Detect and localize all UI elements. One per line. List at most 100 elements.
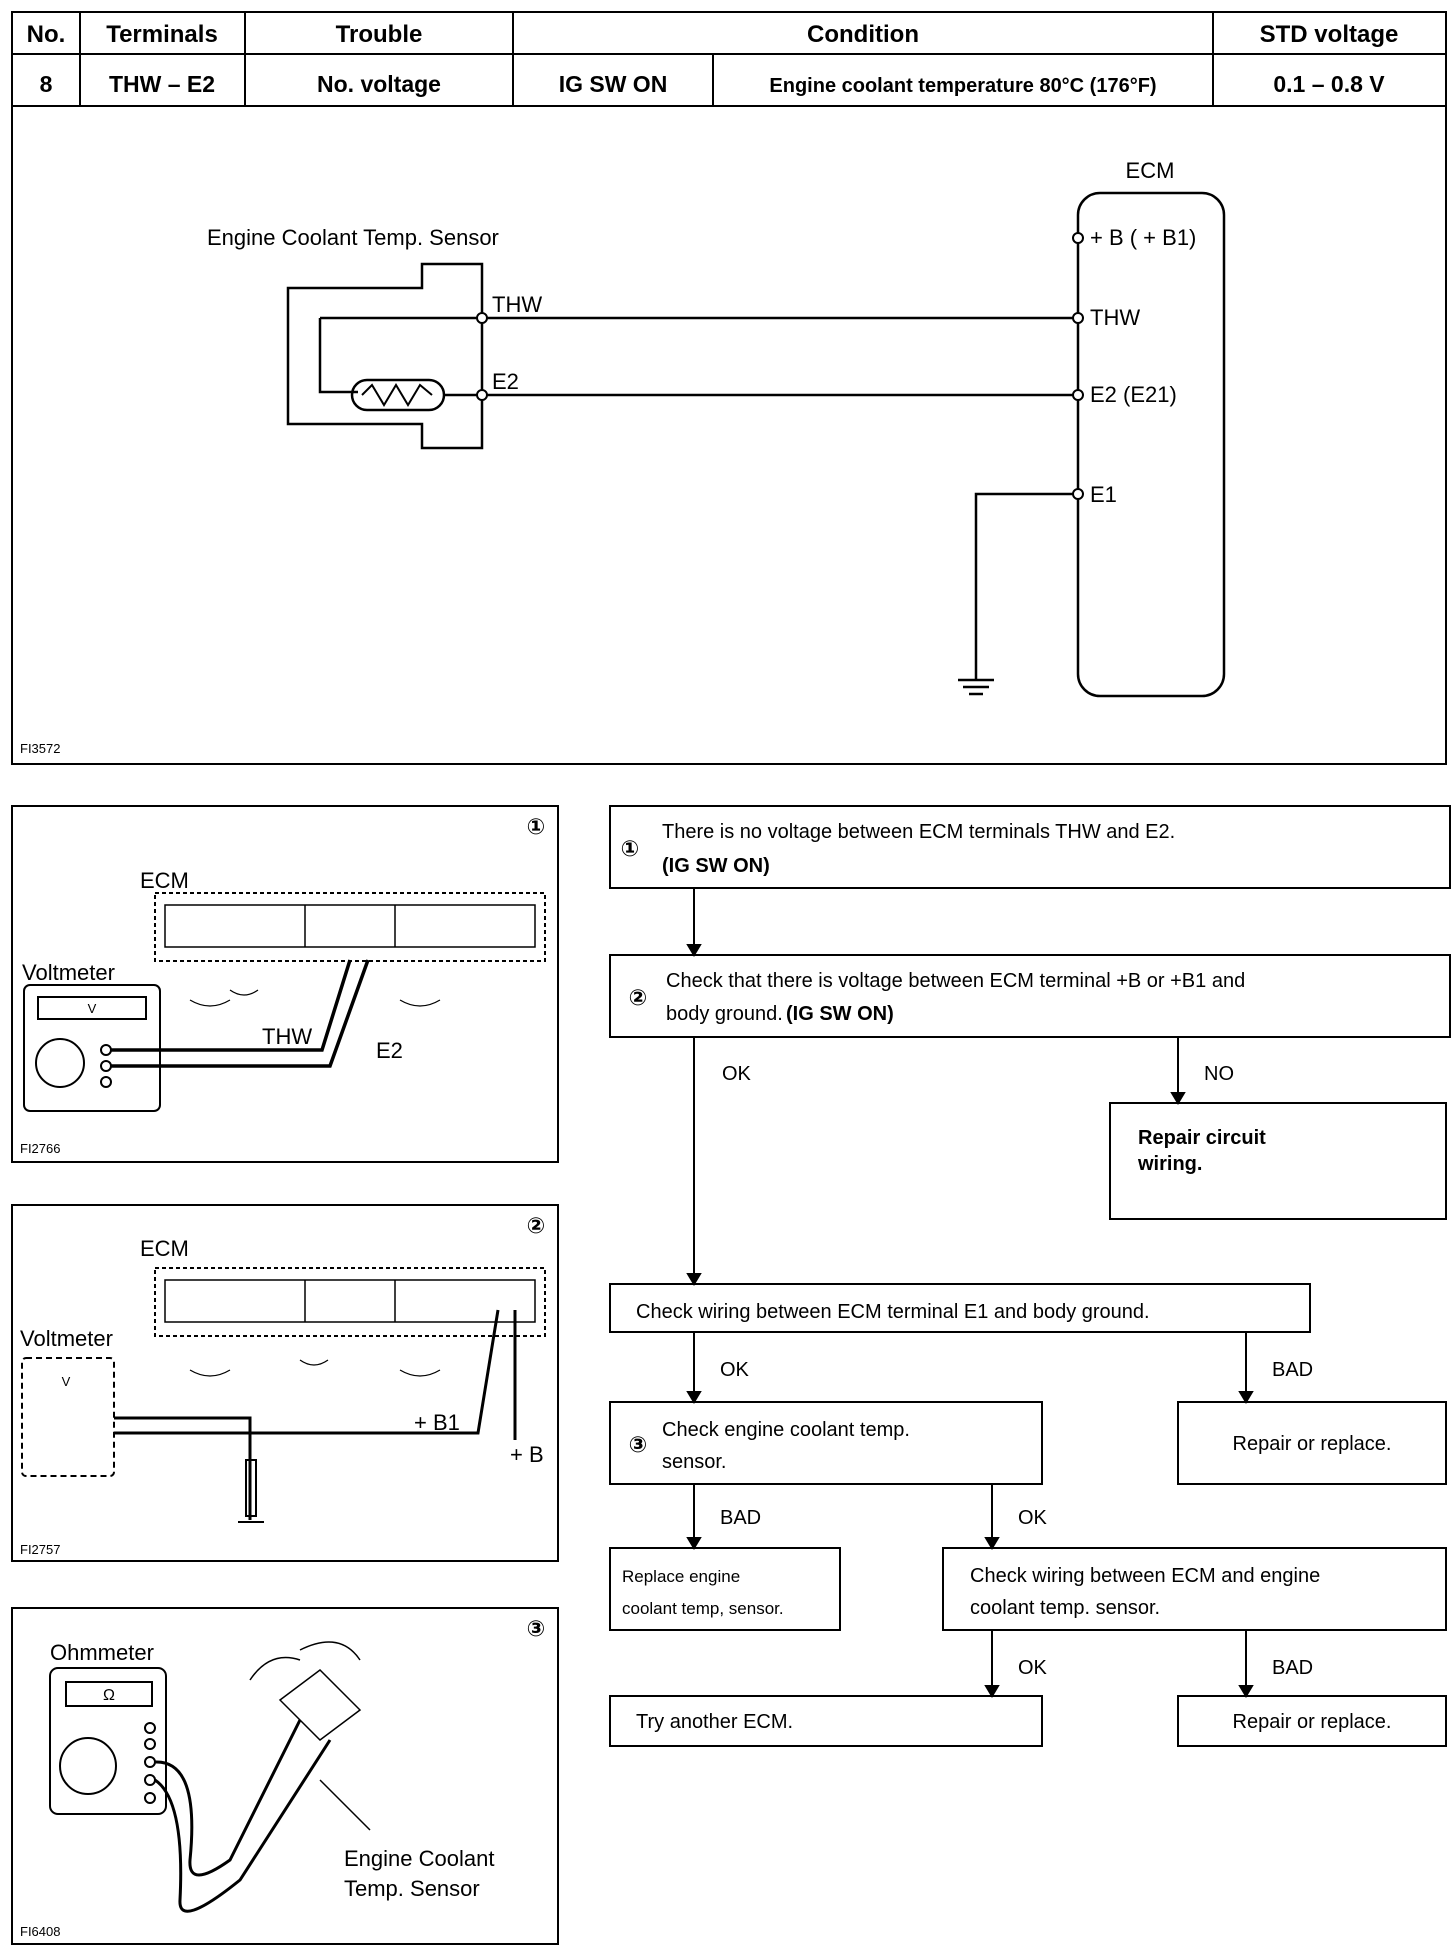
e1-bad-label: BAD bbox=[1272, 1359, 1313, 1381]
step-1-condition: (IG SW ON) bbox=[662, 855, 770, 877]
panel-1-meter-face: V bbox=[88, 1001, 97, 1016]
panel-2-voltmeter-label: Voltmeter bbox=[20, 1326, 113, 1351]
step-2-ok-label: OK bbox=[722, 1063, 752, 1085]
sensor-e2-label: E2 bbox=[492, 369, 519, 394]
e2-probe-lead bbox=[111, 959, 370, 1068]
header-terminals: Terminals bbox=[106, 21, 218, 48]
panel-1-number: ① bbox=[527, 814, 546, 839]
panel-3-number: ③ bbox=[527, 1616, 546, 1641]
panel-1-voltmeter-label: Voltmeter bbox=[22, 960, 115, 985]
step-2-number: ② bbox=[629, 985, 648, 1010]
repair-circuit-text-1: Repair circuit bbox=[1138, 1127, 1266, 1149]
probe-lead-2 bbox=[154, 1739, 332, 1913]
wiring-ok-label: OK bbox=[1018, 1657, 1048, 1679]
row-trouble: No. voltage bbox=[317, 71, 441, 97]
flow-arrows bbox=[686, 888, 1254, 1698]
step-2-condition: (IG SW ON) bbox=[786, 1003, 894, 1025]
probe-lead-1 bbox=[154, 1719, 302, 1877]
step-3-text-2: sensor. bbox=[662, 1451, 726, 1473]
panel-1-fig-code: FI2766 bbox=[20, 1141, 60, 1156]
replace-sensor-box bbox=[609, 1547, 841, 1631]
panel-1-thw-label: THW bbox=[262, 1024, 312, 1049]
repair-circuit-box bbox=[1109, 1102, 1447, 1220]
replace-sensor-text-1: Replace engine bbox=[622, 1567, 740, 1586]
ground-icon bbox=[958, 678, 994, 696]
panel-2-meter-face: V bbox=[62, 1374, 71, 1389]
row-condition: Engine coolant temperature 80°C (176°F) bbox=[769, 75, 1156, 97]
e1-check-box bbox=[609, 1283, 1311, 1333]
ecm-e1-terminal: E1 bbox=[1090, 482, 1117, 507]
wiring-bad-label: BAD bbox=[1272, 1657, 1313, 1679]
repair-replace-text-2: Repair or replace. bbox=[1233, 1711, 1392, 1733]
step-3-ok-label: OK bbox=[1018, 1507, 1048, 1529]
spec-table bbox=[11, 11, 1447, 765]
panel-2-b1-label: + B1 bbox=[414, 1410, 460, 1435]
ecm-b-terminal: + B ( + B1) bbox=[1090, 225, 1196, 250]
ground-lead bbox=[114, 1416, 252, 1520]
row-terminals: THW – E2 bbox=[109, 71, 215, 97]
thw-probe-lead bbox=[111, 959, 352, 1052]
ecm-connector bbox=[154, 892, 546, 962]
b1-lead bbox=[114, 1309, 500, 1435]
wiring-check-text-1: Check wiring between ECM and engine bbox=[970, 1565, 1320, 1587]
flowchart bbox=[609, 805, 1451, 1747]
step-2-text-1: Check that there is voltage between ECM … bbox=[666, 970, 1245, 992]
step-2-no-label: NO bbox=[1204, 1063, 1234, 1085]
sensor-body bbox=[286, 262, 484, 450]
thermistor-icon bbox=[350, 378, 446, 412]
header-std-voltage: STD voltage bbox=[1260, 21, 1399, 48]
e1-check-text: Check wiring between ECM terminal E1 and… bbox=[636, 1301, 1150, 1323]
repair-replace-box-2 bbox=[1177, 1695, 1447, 1747]
ecm-box bbox=[1076, 191, 1226, 698]
panel-3-sensor-label-1: Engine Coolant bbox=[344, 1846, 494, 1871]
ecm-title: ECM bbox=[1126, 158, 1175, 183]
sensor-inner-loop bbox=[318, 318, 358, 394]
row-switch: IG SW ON bbox=[559, 71, 668, 97]
voltmeter-body bbox=[23, 984, 161, 1112]
panel-3-illustration bbox=[11, 1607, 559, 1945]
wiring-check-text-2: coolant temp. sensor. bbox=[970, 1597, 1160, 1619]
try-ecm-box bbox=[609, 1695, 1043, 1747]
panel-1-ecm-label: ECM bbox=[140, 868, 189, 893]
step-2-box bbox=[609, 954, 1451, 1038]
row-no: 8 bbox=[40, 71, 53, 97]
step-3-box bbox=[609, 1401, 1043, 1485]
header-trouble: Trouble bbox=[336, 21, 423, 48]
repair-replace-text-1: Repair or replace. bbox=[1233, 1433, 1392, 1455]
panel-3-ohmmeter-label: Ohmmeter bbox=[50, 1640, 154, 1665]
panel-2-b-label: + B bbox=[510, 1442, 544, 1467]
step-2-text-2: body ground. bbox=[666, 1003, 783, 1025]
ohmmeter-body bbox=[49, 1667, 167, 1815]
header-condition: Condition bbox=[807, 21, 919, 48]
ecm-thw-terminal: THW bbox=[1090, 305, 1140, 330]
ecm-connector bbox=[154, 1267, 546, 1337]
panel-2-ecm-label: ECM bbox=[140, 1236, 189, 1261]
panel-1-illustration bbox=[11, 805, 559, 1163]
panel-3-fig-code: FI6408 bbox=[20, 1924, 60, 1939]
step-3-text-1: Check engine coolant temp. bbox=[662, 1419, 910, 1441]
sensor-connector-sketch bbox=[249, 1641, 362, 1741]
sensor-title: Engine Coolant Temp. Sensor bbox=[207, 225, 499, 250]
step-1-box bbox=[609, 805, 1451, 889]
step-3-bad-label: BAD bbox=[720, 1507, 761, 1529]
repair-replace-box-1 bbox=[1177, 1401, 1447, 1485]
panel-3-meter-face: Ω bbox=[103, 1687, 115, 1704]
header-no: No. bbox=[27, 21, 66, 48]
ecm-e2-terminal: E2 (E21) bbox=[1090, 382, 1177, 407]
repair-circuit-text-2: wiring. bbox=[1137, 1153, 1202, 1175]
panel-2-fig-code: FI2757 bbox=[20, 1542, 60, 1557]
e1-ground-wire bbox=[974, 492, 1078, 680]
panel-2-number: ② bbox=[527, 1213, 546, 1238]
row-std-voltage: 0.1 – 0.8 V bbox=[1273, 71, 1385, 97]
panel-3-sensor-label-2: Temp. Sensor bbox=[344, 1876, 480, 1901]
step-3-number: ③ bbox=[629, 1432, 648, 1457]
e1-ok-label: OK bbox=[720, 1359, 750, 1381]
sensor-thw-label: THW bbox=[492, 292, 542, 317]
wiring-check-box bbox=[942, 1547, 1447, 1631]
step-1-text: There is no voltage between ECM terminal… bbox=[662, 821, 1175, 843]
step-1-number: ① bbox=[621, 836, 640, 861]
replace-sensor-text-2: coolant temp, sensor. bbox=[622, 1599, 784, 1618]
try-ecm-text: Try another ECM. bbox=[636, 1711, 793, 1733]
panel-1-e2-label: E2 bbox=[376, 1038, 403, 1063]
